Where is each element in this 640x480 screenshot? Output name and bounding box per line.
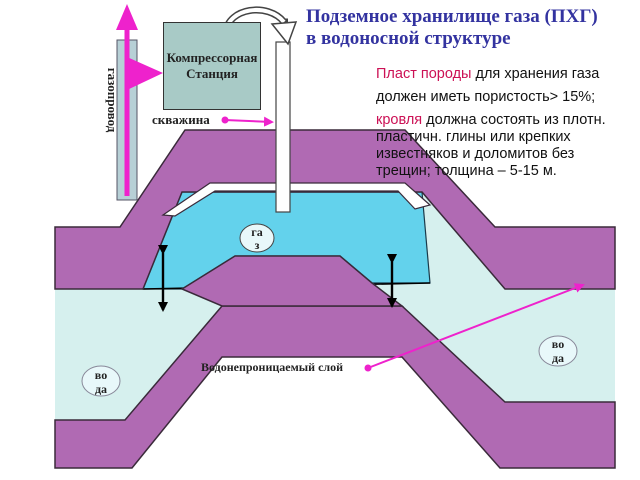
info-line3-rest: должна состоять из плотн. (422, 112, 606, 128)
pipeline-label: газопровод (105, 68, 120, 133)
right-triangle-icon (127, 57, 163, 90)
title-line1: Подземное хранилище газа (ПХГ) (306, 6, 598, 27)
well-pipe (275, 41, 291, 213)
info-line1-rest: для хранения газа (471, 66, 600, 82)
info-line5: известняков и доломитов без (376, 146, 575, 162)
gas-label-line1: га (251, 225, 262, 239)
caprock-inner-band (161, 182, 432, 217)
water-left-line1: во (95, 368, 107, 382)
info-line6: трещин; толщина – 5-15 м. (376, 163, 557, 179)
water-left-line2: да (95, 382, 107, 396)
up-arrow-head (116, 4, 138, 30)
water-right-line1: во (552, 337, 564, 351)
caprock-layer (54, 129, 616, 290)
gas-label-line2: з (255, 238, 260, 252)
gas-label-badge (239, 223, 275, 253)
well-pointer-arrow (224, 116, 274, 127)
rock-bulge-top (180, 255, 405, 307)
water-right-badge (538, 335, 578, 367)
impermeable-label: Водонепроницаемый слой (201, 360, 343, 374)
compressor-station: Компрессорная Станция (163, 22, 261, 110)
water-right-line2: да (552, 351, 564, 365)
page-title: Подземное хранилище газа (ПХГ) в водонос… (306, 6, 636, 50)
impermeable-pointer-arrow (367, 283, 585, 369)
info-line3: кровля должна состоять из плотн. (376, 112, 638, 129)
info-line3-highlight: кровля (376, 112, 423, 128)
curved-arrow-head (270, 21, 298, 46)
water-left-badge (81, 365, 121, 397)
compressor-label: Компрессорная Станция (166, 50, 258, 81)
well-label: скважина (152, 112, 210, 127)
info-line1-highlight: Пласт породы (376, 66, 472, 82)
info-line4: пластичн. глины или крепких (376, 129, 571, 145)
info-line1: Пласт породы для хранения газа (376, 66, 638, 83)
requirements-note: Пласт породы для хранения газа должен им… (376, 66, 638, 180)
info-line2: должен иметь пористость> 15%; (376, 89, 596, 105)
title-line2: в водоносной структуре (306, 28, 511, 49)
